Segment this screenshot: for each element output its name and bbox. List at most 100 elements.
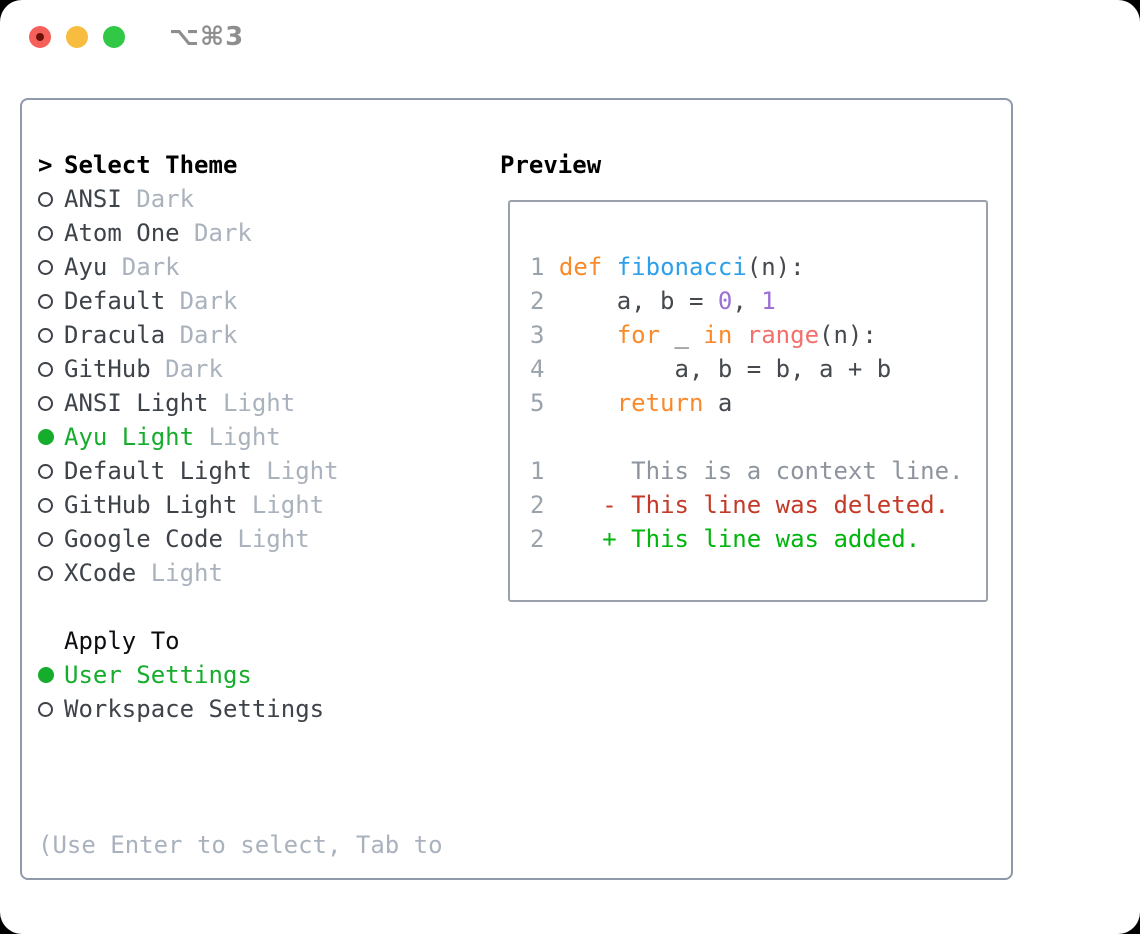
radio-unselected-icon [38, 395, 64, 411]
code-line: 1 def fibonacci(n): [530, 250, 986, 284]
help-text: (Use Enter to select, Tab to change focu… [38, 760, 478, 934]
theme-option[interactable]: XCode Light [38, 556, 478, 590]
theme-option[interactable]: Ayu Light Light [38, 420, 478, 454]
radio-unselected-icon [38, 327, 64, 343]
theme-name: Google Code [64, 525, 223, 553]
apply-to-label: Apply To [64, 627, 180, 655]
code-line: 4 a, b = b, a + b [530, 352, 986, 386]
code-segment: range [746, 321, 820, 349]
code-segment: + This line was added. [602, 525, 921, 553]
code-line: 2 + This line was added. [530, 522, 986, 556]
help-line: (Use Enter to select, Tab to [38, 831, 443, 859]
radio-selected-icon [38, 429, 64, 445]
theme-option[interactable]: Google Code Light [38, 522, 478, 556]
theme-option[interactable]: Dracula Dark [38, 318, 478, 352]
theme-variant: Light [237, 491, 325, 519]
code-segment: for [616, 321, 661, 349]
theme-option[interactable]: ANSI Light Light [38, 386, 478, 420]
code-segment [559, 389, 617, 417]
apply-option-label: User Settings [64, 661, 252, 689]
theme-variant: Light [222, 525, 310, 553]
radio-unselected-icon [38, 565, 64, 581]
code-line [530, 420, 986, 454]
radio-unselected-icon [38, 463, 64, 479]
code-line: 3 for _ in range(n): [530, 318, 986, 352]
apply-to-header: Apply To [38, 624, 478, 658]
code-segment [559, 491, 602, 519]
select-theme-label: Select Theme [64, 151, 238, 179]
theme-name: Ayu [64, 253, 108, 281]
line-number: 3 [530, 321, 559, 349]
code-segment: This is a context line. [558, 457, 964, 485]
unsaved-dot-icon [36, 33, 44, 41]
theme-option[interactable]: Default Light Light [38, 454, 478, 488]
theme-option[interactable]: GitHub Dark [38, 352, 478, 386]
theme-variant: Light [208, 389, 296, 417]
zoom-button[interactable] [103, 26, 125, 48]
spacer [38, 726, 478, 760]
code-segment: a, b = [558, 287, 718, 315]
radio-unselected-icon [38, 361, 64, 377]
theme-variant: Light [251, 457, 339, 485]
theme-name: GitHub Light [64, 491, 238, 519]
code-segment [602, 253, 616, 281]
radio-selected-icon [38, 667, 64, 683]
code-segment: , [732, 287, 762, 315]
line-number: 2 [530, 491, 559, 519]
theme-name: Dracula [64, 321, 166, 349]
theme-option[interactable]: Atom One Dark [38, 216, 478, 250]
theme-variant: Light [136, 559, 223, 587]
theme-option[interactable]: Default Dark [38, 284, 478, 318]
apply-option[interactable]: User Settings [38, 658, 478, 692]
radio-unselected-icon [38, 259, 64, 275]
radio-unselected-icon [38, 225, 64, 241]
code-segment: 1 [761, 287, 776, 315]
code-line: 5 return a [530, 386, 986, 420]
code-segment: _ [660, 321, 704, 349]
apply-option[interactable]: Workspace Settings [38, 692, 478, 726]
select-theme-header: > Select Theme [38, 148, 478, 182]
theme-variant: Dark [179, 219, 252, 247]
theme-name: XCode [64, 559, 137, 587]
code-segment [559, 525, 602, 553]
help-line: change focus) [38, 930, 478, 934]
spacer [38, 590, 478, 624]
theme-option[interactable]: ANSI Dark [38, 182, 478, 216]
code-segment: fibonacci [616, 253, 747, 281]
radio-unselected-icon [38, 531, 64, 547]
window-title: ⌥⌘3 [169, 22, 245, 52]
theme-option[interactable]: Ayu Dark [38, 250, 478, 284]
code-segment: a, b = b, a + b [558, 355, 892, 383]
preview-title: Preview [500, 151, 602, 179]
radio-unselected-icon [38, 191, 64, 207]
theme-name: ANSI [64, 185, 122, 213]
code-segment: (n): [746, 253, 805, 281]
apply-option-label: Workspace Settings [64, 695, 325, 723]
theme-name: ANSI Light [64, 389, 209, 417]
line-number: 2 [530, 287, 559, 315]
theme-option[interactable]: GitHub Light Light [38, 488, 478, 522]
line-number: 1 [530, 253, 559, 281]
radio-unselected-icon [38, 497, 64, 513]
radio-unselected-icon [38, 293, 64, 309]
code-segment: a [703, 389, 733, 417]
code-line: 2 - This line was deleted. [530, 488, 986, 522]
code-segment: - This line was deleted. [602, 491, 950, 519]
minimize-button[interactable] [66, 26, 88, 48]
line-number: 5 [530, 389, 559, 417]
close-button[interactable] [29, 26, 51, 48]
theme-name: Default [64, 287, 166, 315]
code-line: 1 This is a context line. [530, 454, 986, 488]
line-number: 1 [530, 457, 559, 485]
code-segment [559, 321, 617, 349]
theme-variant: Dark [165, 321, 238, 349]
theme-variant: Dark [121, 185, 195, 213]
line-number: 2 [530, 525, 559, 553]
